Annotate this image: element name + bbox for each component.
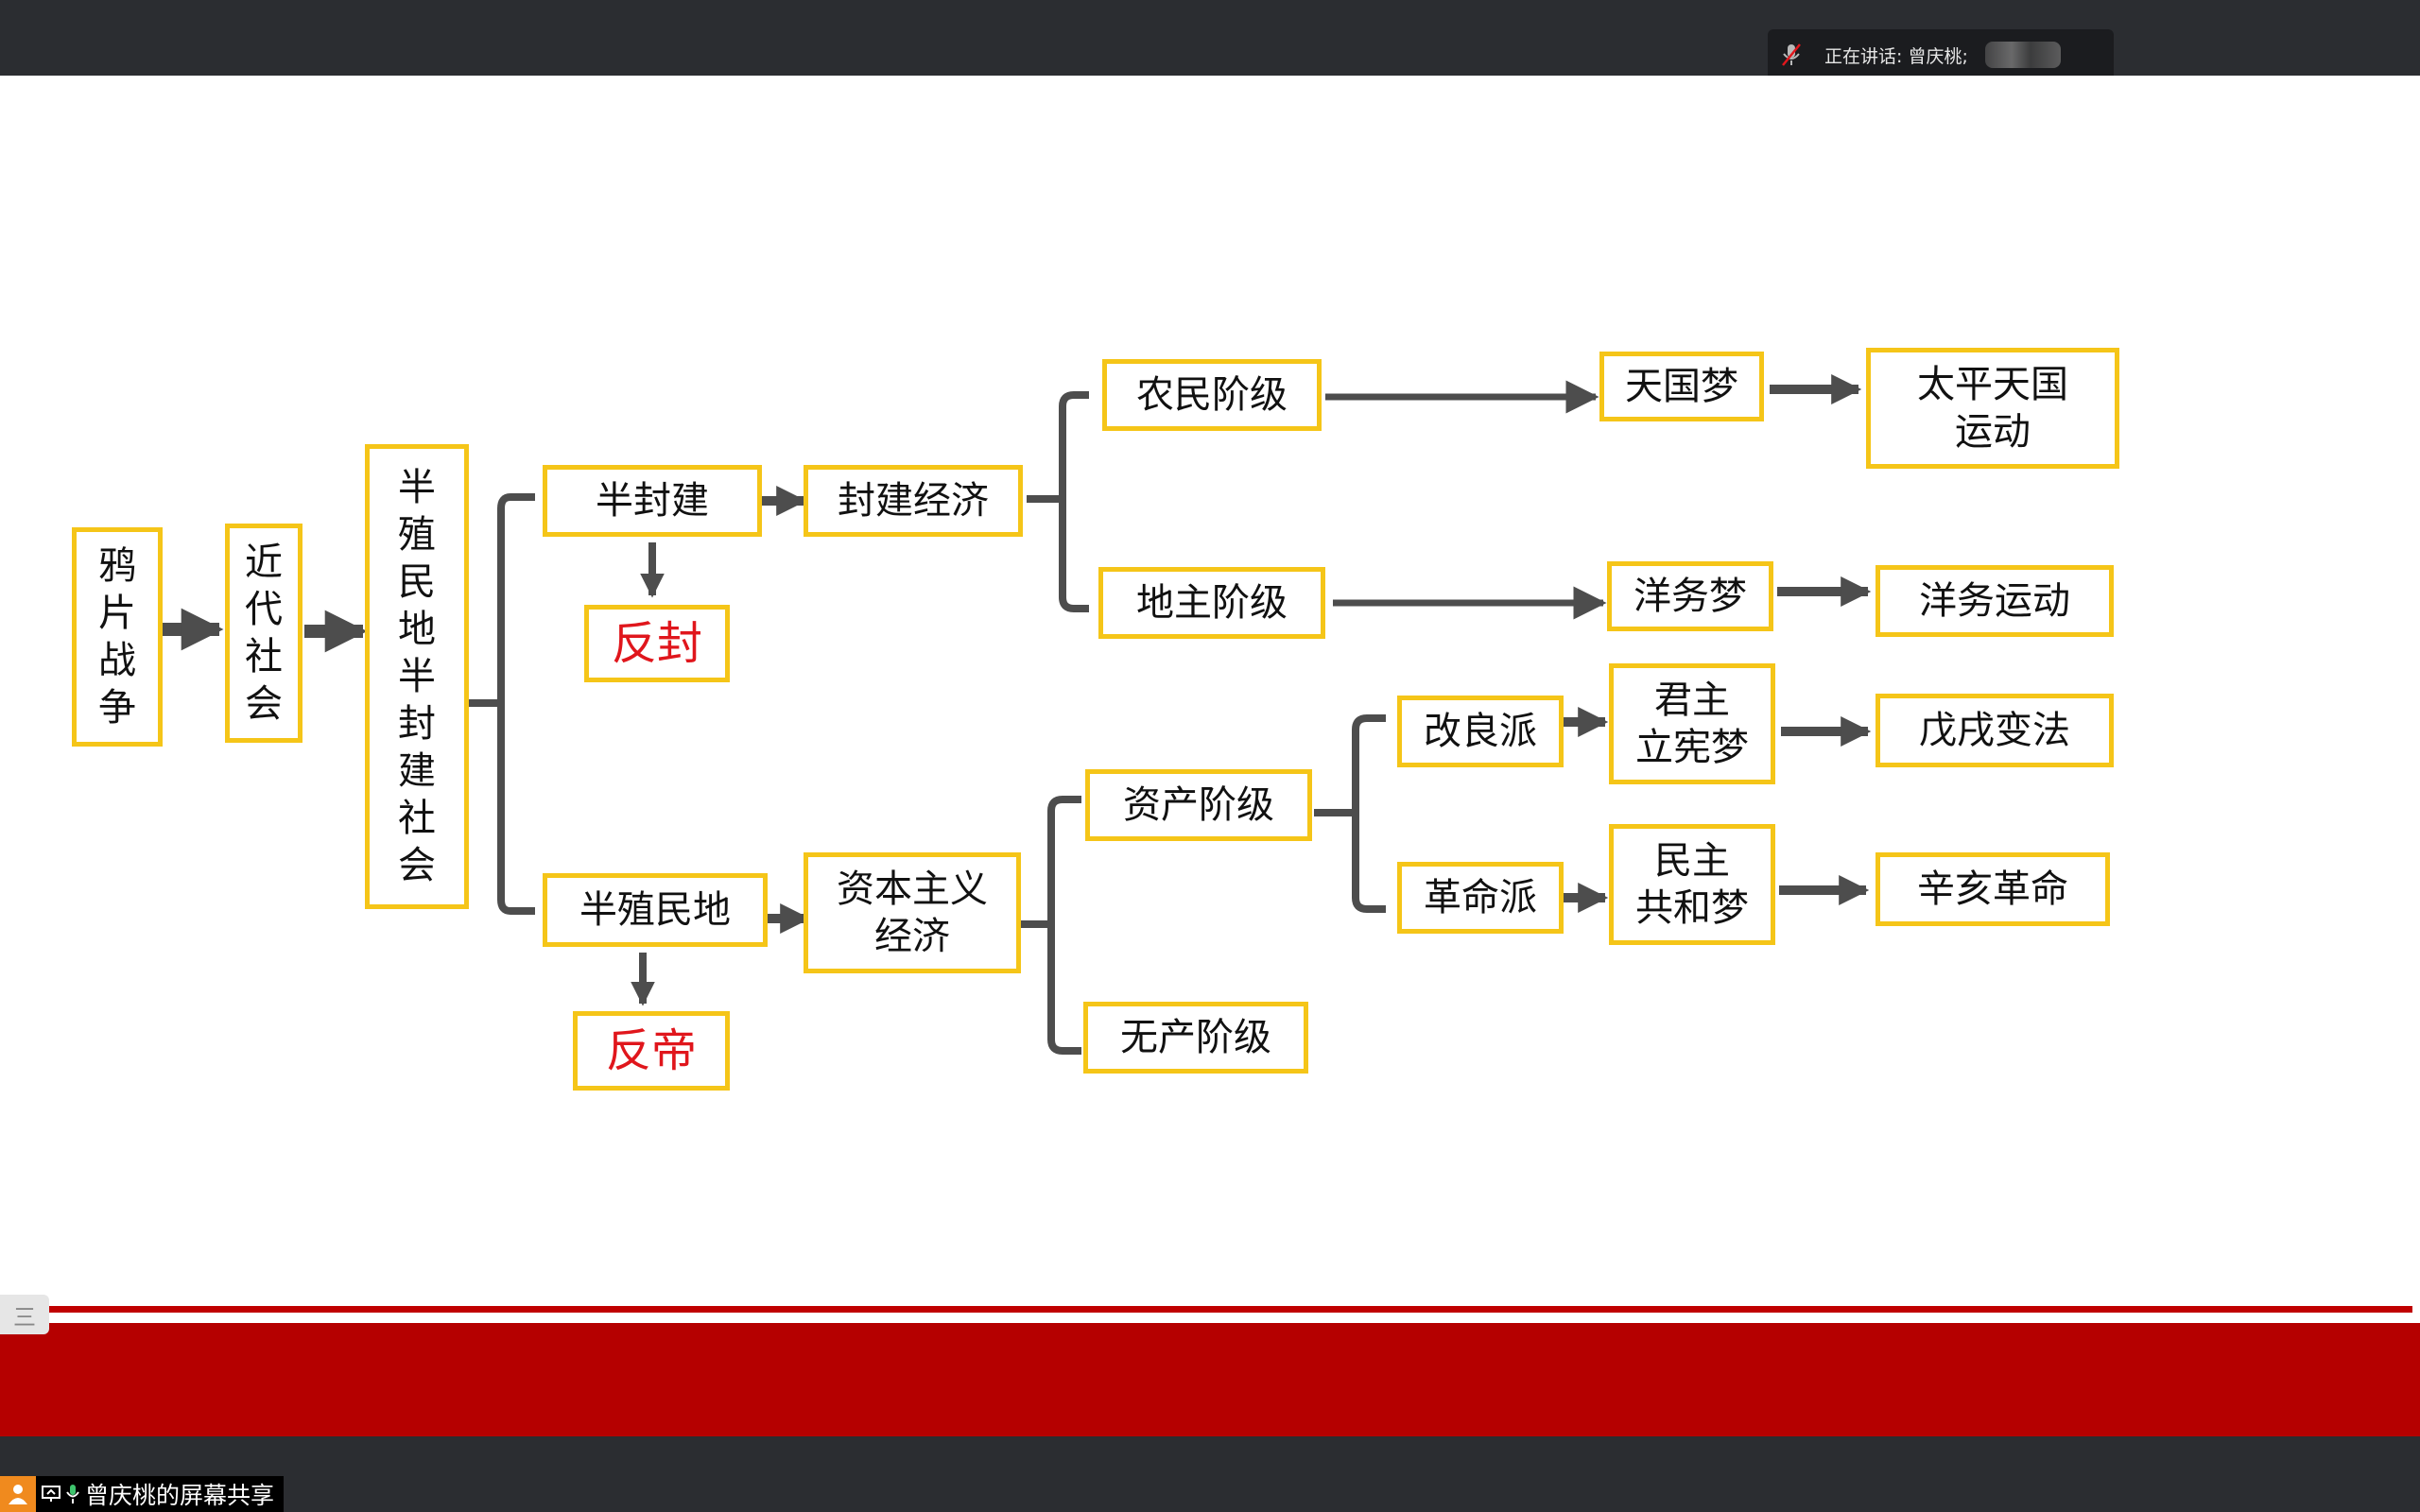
menu-icon: 三: [13, 1303, 36, 1331]
bracket-capitalist-economy: [1021, 796, 1081, 1055]
shared-slide: 鸦 片 战 争 近 代 社 会 半 殖 民 地 半 封 建 社 会 半封建 反封…: [0, 76, 2420, 1436]
box-anti-feudal: 反封: [584, 605, 730, 682]
box-xinhai-revolution: 辛亥革命: [1876, 852, 2110, 926]
box-westernization-movement: 洋务运动: [1876, 565, 2114, 637]
box-heavenly-dream: 天国梦: [1599, 352, 1764, 421]
box-landlord-class: 地主阶级: [1098, 567, 1325, 639]
box-taiping-movement: 太平天国 运动: [1866, 348, 2119, 469]
box-wuxu-reform: 戊戌变法: [1876, 694, 2114, 767]
speaker-label: 正在讲话: 曾庆桃;: [1824, 45, 1968, 67]
box-westernization-dream: 洋务梦: [1607, 561, 1773, 631]
muted-mic-icon: [1781, 43, 1819, 67]
share-owner-label: 曾庆桃的屏幕共享: [85, 1482, 275, 1509]
box-opium-war: 鸦 片 战 争: [72, 527, 163, 747]
slide-menu-tab[interactable]: 三: [0, 1295, 49, 1334]
box-anti-imperialism: 反帝: [573, 1011, 730, 1091]
box-reformists: 改良派: [1397, 696, 1564, 767]
bracket-semi-society: [463, 493, 535, 915]
slide-red-footer-band: [0, 1323, 2420, 1436]
active-speaker-indicator: 正在讲话: 曾庆桃;: [1768, 29, 2114, 80]
box-democratic-republic-dream: 民主 共和梦: [1609, 824, 1775, 945]
bracket-bourgeoisie: [1314, 714, 1386, 913]
box-semi-feudal: 半封建: [543, 465, 762, 537]
screen-share-icon: [42, 1486, 60, 1503]
person-icon: [0, 1476, 36, 1512]
box-semi-colonial-semi-feudal-society: 半 殖 民 地 半 封 建 社 会: [365, 444, 469, 909]
connector-lines: [159, 373, 1872, 1055]
box-capitalist-economy: 资本主义 经济: [804, 852, 1021, 973]
box-feudal-economy: 封建经济: [804, 465, 1023, 537]
box-proletariat: 无产阶级: [1083, 1002, 1308, 1074]
screen-share-label: 曾庆桃的屏幕共享: [0, 1476, 285, 1512]
mic-icon: [66, 1484, 79, 1504]
box-peasant-class: 农民阶级: [1102, 359, 1322, 431]
box-bourgeoisie: 资产阶级: [1085, 769, 1312, 841]
box-semi-colonial: 半殖民地: [543, 873, 768, 947]
meeting-top-bar: 正在讲话: 曾庆桃;: [0, 0, 2420, 80]
box-constitutional-monarchy-dream: 君主 立宪梦: [1609, 663, 1775, 784]
blurred-avatars: [1984, 42, 2061, 68]
bracket-feudal-economy: [1027, 391, 1089, 612]
box-revolutionaries: 革命派: [1397, 862, 1564, 934]
box-modern-society: 近 代 社 会: [225, 524, 302, 743]
slide-red-rule: [0, 1306, 2412, 1313]
meeting-bottom-bar: [0, 1436, 2420, 1512]
